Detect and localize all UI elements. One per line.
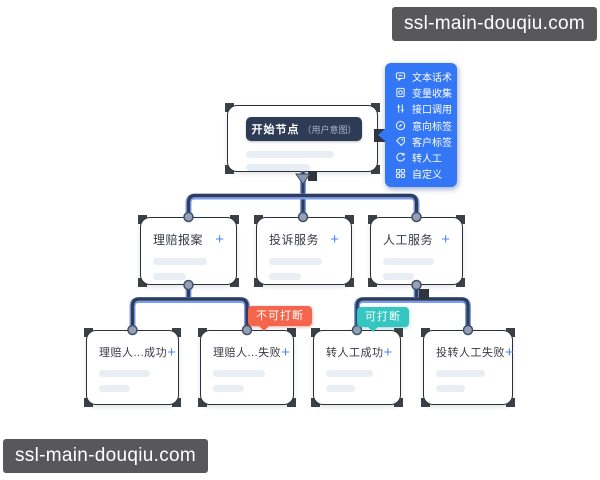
resize-handle-icon[interactable] bbox=[345, 278, 354, 287]
start-node-card[interactable]: 开始节点 （用户意图） bbox=[227, 105, 378, 172]
resize-handle-icon[interactable] bbox=[506, 398, 515, 407]
placeholder-line bbox=[436, 385, 466, 392]
resize-handle-icon[interactable] bbox=[287, 398, 296, 407]
menu-item-label: 文本话术 bbox=[412, 73, 452, 85]
placeholder-line bbox=[99, 385, 130, 392]
node-claim-success[interactable]: 理赔人...成功 + bbox=[84, 328, 181, 407]
start-output-arrow-icon[interactable] bbox=[295, 173, 311, 185]
node-agent-service[interactable]: 人工服务 + bbox=[368, 215, 465, 287]
resize-handle-icon[interactable] bbox=[172, 398, 181, 407]
interruptible-label[interactable]: 可打断 bbox=[357, 307, 409, 332]
node-title: 人工服务 bbox=[383, 233, 434, 247]
node-title: 理赔报案 bbox=[153, 233, 204, 247]
menu-item-label: 变量收集 bbox=[412, 89, 452, 101]
custom-icon bbox=[395, 168, 406, 178]
node-start[interactable]: 开始节点 （用户意图） bbox=[225, 103, 380, 174]
resize-handle-icon[interactable] bbox=[394, 398, 403, 407]
node-complaint-service[interactable]: 投诉服务 + bbox=[254, 215, 354, 287]
menu-pointer-icon bbox=[378, 128, 386, 142]
transfer-agent-icon bbox=[396, 152, 405, 162]
node-title: 转人工成功 bbox=[326, 347, 384, 359]
edge-handle bbox=[419, 289, 429, 299]
variable-collect-icon bbox=[396, 88, 405, 98]
add-branch-icon[interactable]: + bbox=[215, 231, 224, 248]
menu-item-label: 接口调用 bbox=[412, 105, 452, 117]
placeholder-line bbox=[383, 273, 414, 280]
menu-item-variable-collect[interactable]: 变量收集 bbox=[395, 85, 453, 100]
add-branch-icon[interactable]: + bbox=[330, 231, 339, 248]
placeholder-line bbox=[326, 385, 355, 392]
placeholder-line bbox=[213, 385, 245, 392]
customer-tag-icon bbox=[395, 136, 405, 146]
placeholder-line bbox=[246, 151, 334, 158]
menu-item-label: 自定义 bbox=[412, 169, 442, 181]
node-card[interactable]: 人工服务 + bbox=[370, 217, 463, 285]
node-card[interactable]: 理赔报案 + bbox=[140, 217, 237, 285]
node-title: 投转人工失败 bbox=[436, 347, 505, 359]
node-title: 理赔人...失败 bbox=[213, 347, 282, 359]
uninterruptible-label[interactable]: 不可打断 bbox=[248, 306, 312, 331]
add-branch-icon[interactable]: + bbox=[167, 343, 176, 361]
add-branch-icon[interactable]: + bbox=[281, 343, 290, 361]
node-card[interactable]: 理赔人...成功 + bbox=[86, 330, 179, 405]
menu-item-customer-tag[interactable]: 客户标签 bbox=[395, 134, 453, 149]
placeholder-line bbox=[213, 370, 265, 377]
add-branch-icon[interactable]: + bbox=[505, 343, 514, 361]
edge-handle bbox=[308, 172, 317, 181]
intent-tag-icon bbox=[395, 120, 406, 130]
menu-item-label: 转人工 bbox=[412, 153, 442, 165]
node-claim-failure[interactable]: 理赔人...失败 + bbox=[198, 328, 296, 407]
node-card[interactable]: 转人工成功 + bbox=[313, 330, 401, 405]
chat-bubble-icon bbox=[395, 72, 406, 82]
node-card[interactable]: 投转人工失败 + bbox=[423, 330, 514, 405]
placeholder-line bbox=[436, 370, 485, 377]
add-branch-icon[interactable]: + bbox=[441, 231, 450, 248]
placeholder-line bbox=[269, 273, 302, 280]
resize-handle-icon[interactable] bbox=[456, 278, 465, 287]
resize-handle-icon[interactable] bbox=[371, 165, 380, 174]
menu-item-custom[interactable]: 自定义 bbox=[395, 166, 453, 181]
placeholder-line bbox=[383, 258, 434, 265]
menu-item-intent-tag[interactable]: 意向标签 bbox=[395, 118, 453, 133]
start-node-header[interactable]: 开始节点 （用户意图） bbox=[246, 117, 362, 141]
add-branch-icon[interactable]: + bbox=[383, 343, 393, 361]
menu-item-label: 客户标签 bbox=[412, 137, 452, 149]
node-type-menu: 文本话术 变量收集 接口调用 意向标签 客户标签 bbox=[374, 63, 457, 187]
placeholder-line bbox=[153, 258, 207, 265]
watermark-badge: ssl-main-douqiu.com bbox=[392, 7, 597, 41]
start-node-title: 开始节点 bbox=[251, 124, 300, 136]
menu-item-api-call[interactable]: 接口调用 bbox=[395, 101, 453, 116]
node-title: 投诉服务 bbox=[269, 233, 320, 247]
start-node-subtitle: （用户意图） bbox=[302, 124, 357, 135]
node-card[interactable]: 理赔人...失败 + bbox=[200, 330, 294, 405]
node-claim-report[interactable]: 理赔报案 + bbox=[138, 215, 239, 287]
node-transfer-success[interactable]: 转人工成功 + bbox=[311, 328, 403, 407]
edge-start-to-row2[interactable] bbox=[185, 171, 420, 220]
watermark-badge: ssl-main-douqiu.com bbox=[3, 439, 208, 473]
placeholder-line bbox=[153, 273, 186, 280]
edge-claim-to-children[interactable] bbox=[129, 282, 250, 333]
menu-item-label: 意向标签 bbox=[412, 121, 452, 133]
api-call-icon bbox=[397, 104, 404, 113]
placeholder-line bbox=[99, 370, 150, 377]
resize-handle-icon[interactable] bbox=[230, 278, 239, 287]
placeholder-line bbox=[269, 258, 323, 265]
menu-item-transfer-agent[interactable]: 转人工 bbox=[395, 150, 453, 165]
placeholder-line bbox=[326, 370, 374, 377]
placeholder-line bbox=[246, 164, 310, 171]
node-title: 理赔人...成功 bbox=[99, 347, 168, 359]
menu-item-text-script[interactable]: 文本话术 bbox=[395, 69, 453, 84]
node-card[interactable]: 投诉服务 + bbox=[256, 217, 352, 285]
node-transfer-failure[interactable]: 投转人工失败 + bbox=[421, 328, 515, 407]
